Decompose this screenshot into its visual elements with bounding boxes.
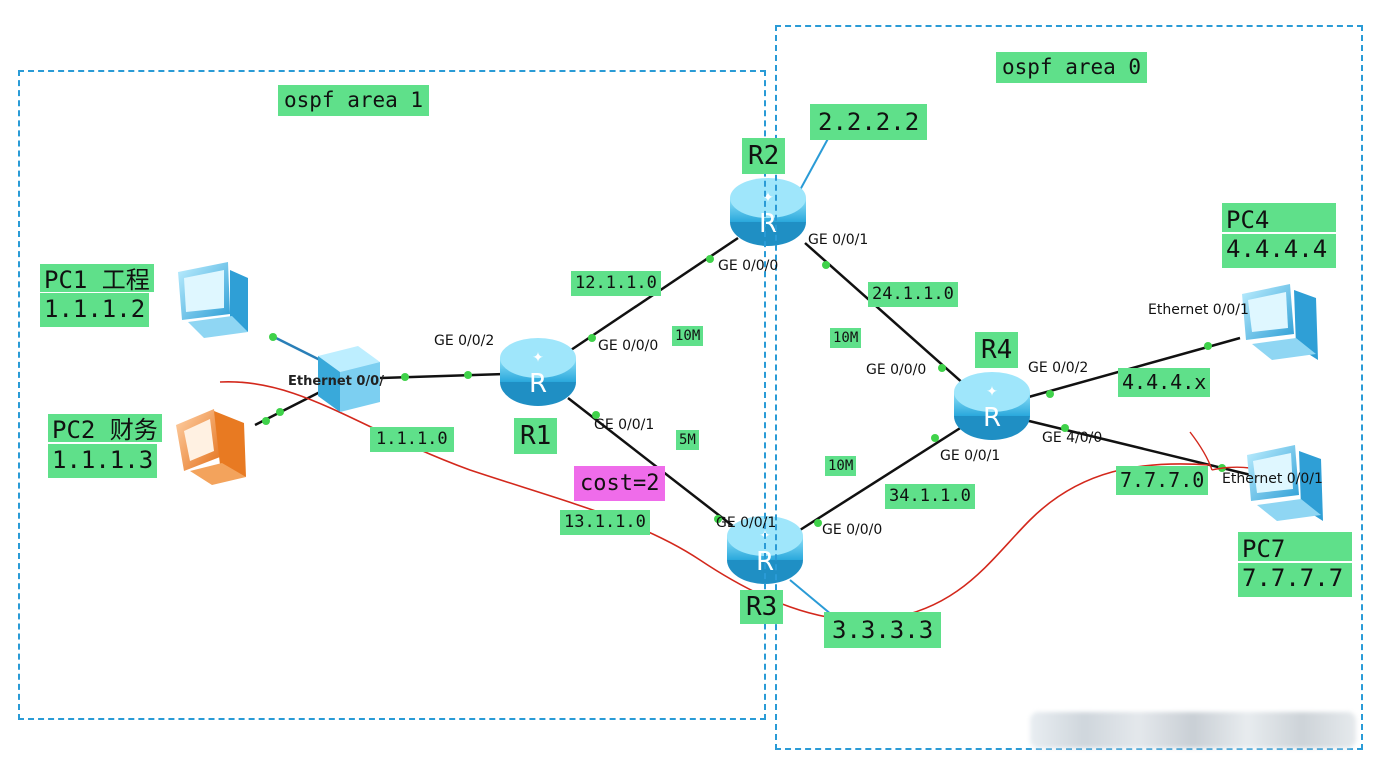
if-r3-g001: GE 0/0/1	[716, 515, 777, 531]
r2-router-id: 2.2.2.2	[810, 104, 928, 140]
cost-tag: cost=2	[574, 466, 666, 501]
if-r2-g001: GE 0/0/1	[808, 232, 869, 248]
if-switch-eth: Ethernet 0/0/	[288, 374, 384, 389]
if-pc4-eth: Ethernet 0/0/1	[1148, 302, 1249, 318]
svg-text:R: R	[983, 403, 1001, 433]
link-r2-r4	[804, 242, 966, 386]
if-r4-g400: GE 4/0/0	[1042, 430, 1103, 446]
pc1-icon[interactable]	[178, 262, 248, 338]
pc1-name: PC1 工程	[40, 264, 154, 292]
router-r4-icon[interactable]: ✦ R	[954, 372, 1030, 440]
svg-text:✦: ✦	[986, 384, 998, 400]
area0-label: ospf area 0	[996, 52, 1148, 83]
r3-label: R3	[740, 590, 784, 624]
link-pc1-switch	[269, 333, 321, 362]
pc1-ip: 1.1.1.2	[40, 293, 150, 327]
pc4-icon[interactable]	[1242, 284, 1318, 360]
pc7-name: PC7	[1238, 532, 1352, 561]
net-24-1-1-0: 24.1.1.0	[868, 282, 958, 307]
if-r2-g000: GE 0/0/0	[718, 258, 779, 274]
if-r4-g001: GE 0/0/1	[940, 448, 1001, 464]
r3-router-id: 3.3.3.3	[824, 612, 942, 648]
router-r2-icon[interactable]: ✦ R	[730, 178, 806, 246]
link-switch-r1	[379, 372, 506, 380]
svg-text:R: R	[759, 209, 777, 239]
watermark-blur	[1030, 712, 1356, 748]
svg-text:✦: ✦	[532, 350, 544, 366]
router-r1-icon[interactable]: ✦ R	[500, 338, 576, 406]
net-7-7-7-0: 7.7.7.0	[1116, 466, 1209, 495]
if-r1-g001: GE 0/0/1	[594, 417, 655, 433]
area1-label: ospf area 1	[278, 85, 430, 116]
if-r4-g002: GE 0/0/2	[1028, 360, 1089, 376]
switch-icon[interactable]	[318, 346, 380, 412]
if-r1-g002: GE 0/0/2	[434, 333, 495, 349]
pc7-icon[interactable]	[1247, 445, 1323, 521]
pc2-icon[interactable]	[176, 409, 246, 485]
bw-r1-r3: 5M	[676, 430, 699, 450]
if-r3-g000: GE 0/0/0	[822, 522, 883, 538]
pc2-name: PC2 财务	[48, 414, 162, 442]
if-pc7-eth: Ethernet 0/0/1	[1222, 471, 1323, 487]
pc2-ip: 1.1.1.3	[48, 444, 158, 478]
link-r3-r4	[799, 423, 966, 532]
pc4-ip: 4.4.4.4	[1222, 234, 1336, 268]
bw-r3-r4: 10M	[825, 456, 857, 476]
link-r1-r3	[567, 397, 739, 531]
net-4-4-4-x: 4.4.4.x	[1118, 368, 1211, 397]
net-13-1-1-0: 13.1.1.0	[560, 510, 650, 535]
r1-label: R1	[514, 418, 558, 454]
area0-boundary	[775, 25, 1363, 750]
links	[254, 134, 1256, 616]
net-1-1-1-0: 1.1.1.0	[370, 427, 454, 452]
area1-boundary	[18, 70, 766, 720]
svg-text:R: R	[529, 369, 547, 399]
pc4-name: PC4	[1222, 203, 1336, 232]
net-34-1-1-0: 34.1.1.0	[885, 484, 975, 509]
if-r4-g000: GE 0/0/0	[866, 362, 927, 378]
r4-label: R4	[975, 332, 1019, 368]
net-12-1-1-0: 12.1.1.0	[571, 271, 661, 296]
link-r2-loop	[799, 134, 831, 191]
pc7-ip: 7.7.7.7	[1238, 563, 1352, 597]
traffic-path-arrow	[1189, 431, 1251, 471]
r2-label: R2	[742, 138, 786, 174]
bw-r1-r2: 10M	[672, 326, 704, 346]
bw-r2-r4: 10M	[830, 328, 862, 348]
if-r1-g000: GE 0/0/0	[598, 338, 659, 354]
link-r3-loop	[789, 579, 833, 616]
